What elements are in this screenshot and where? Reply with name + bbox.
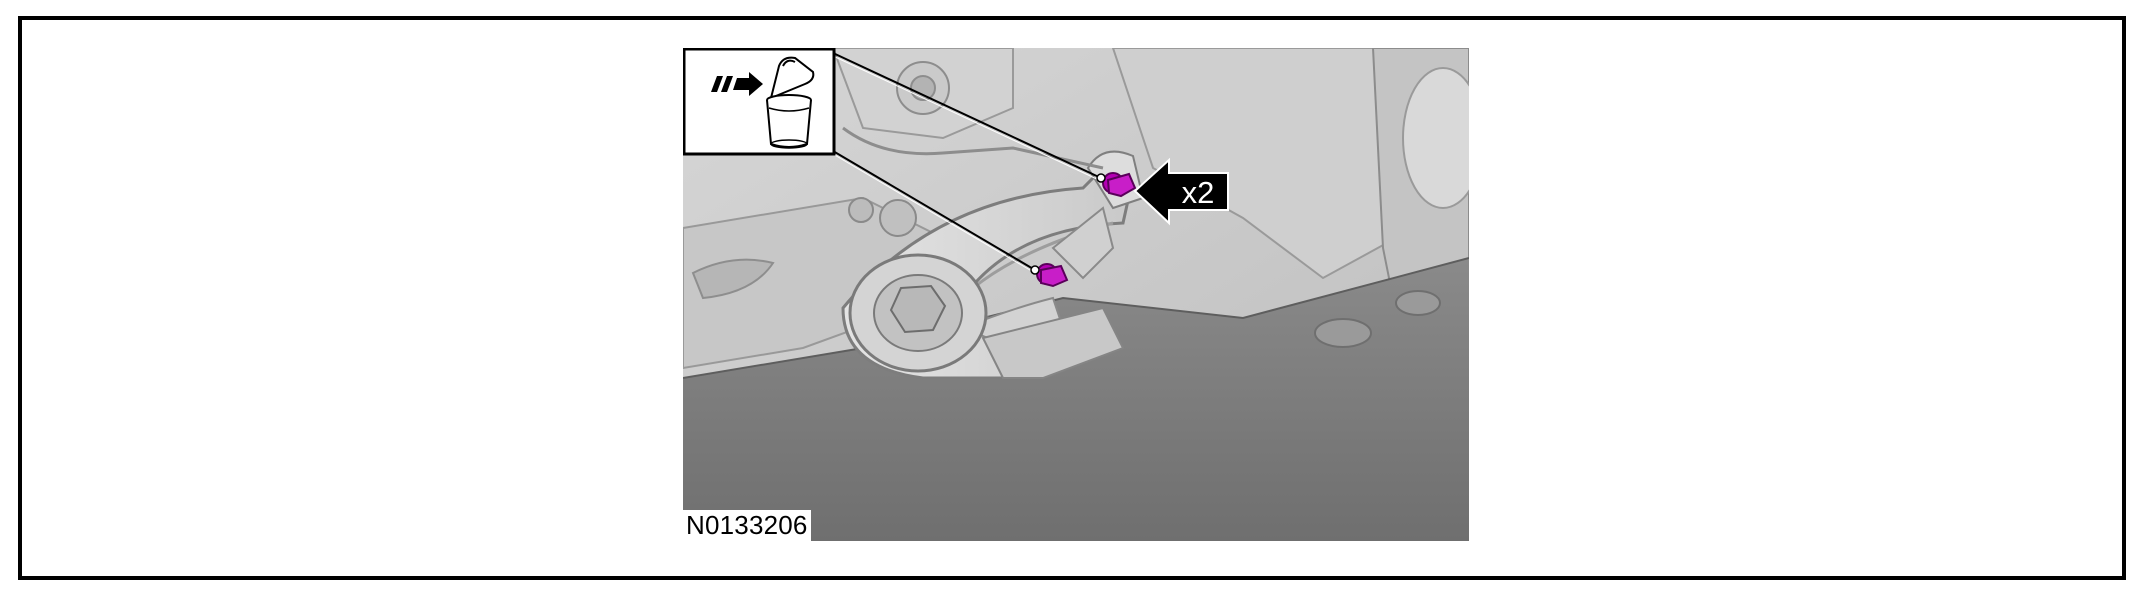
fastener-upper	[1096, 172, 1137, 198]
trash-can-icon	[766, 56, 815, 149]
leader-line-upper	[832, 52, 1102, 179]
discard-arrow-icon	[711, 72, 763, 96]
underbody-floor	[683, 258, 1469, 541]
quantity-label: x2	[1182, 175, 1215, 210]
floor-pad-2	[1395, 290, 1441, 316]
mid-bolt-small	[848, 197, 874, 223]
vehicle-component-illustration: x2	[683, 48, 1469, 541]
discard-inset	[683, 48, 836, 156]
left-slot	[691, 258, 775, 300]
upper-bolt-head	[910, 75, 936, 101]
pivot-nut	[889, 284, 947, 334]
quantity-callout: x2	[1133, 157, 1229, 226]
floor-pad-1	[1314, 318, 1372, 348]
figure-id-label: N0133206	[683, 510, 811, 541]
fastener-lower	[1030, 263, 1069, 288]
lower-flange	[981, 306, 1125, 379]
leader-line-lower	[832, 150, 1036, 271]
mid-bolt-left	[879, 199, 917, 237]
right-round-feature	[1402, 67, 1469, 209]
